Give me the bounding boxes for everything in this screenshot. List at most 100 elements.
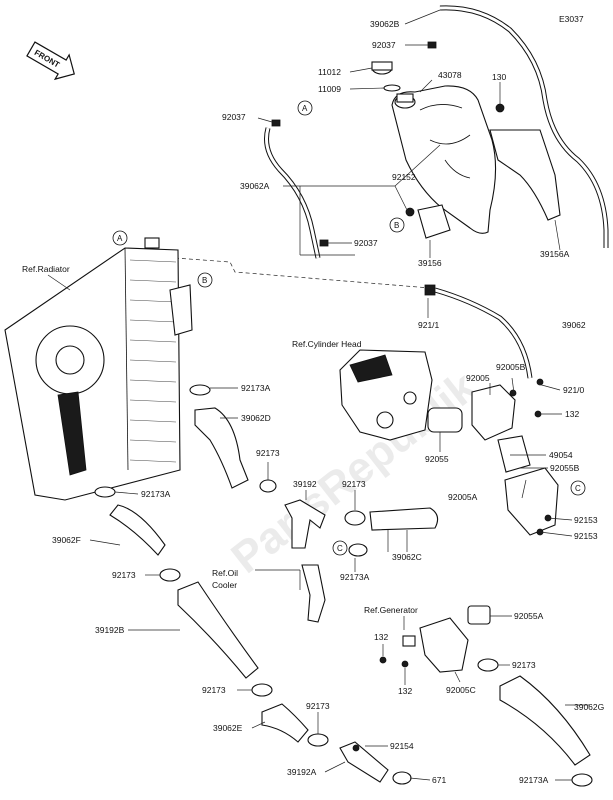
svg-text:B: B (394, 221, 399, 230)
svg-text:A: A (117, 234, 123, 243)
label-92173-5: 92173 (202, 685, 226, 695)
label-132-b: 132 (374, 632, 388, 642)
hose-39062A (264, 127, 321, 259)
label-92173-6: 92173 (306, 701, 330, 711)
clamp-92173-6 (477, 658, 499, 672)
label-921-0: 921/0 (563, 385, 585, 395)
label-92154: 92154 (390, 741, 414, 751)
callout-b-top: B (389, 217, 405, 233)
callout-b-radiator: B (197, 272, 213, 288)
label-92173A-2: 92173A (141, 489, 171, 499)
label-92037-b: 92037 (354, 238, 378, 248)
clip-92037-b (319, 239, 329, 247)
oring-671 (392, 771, 412, 785)
clip-92037-top (427, 41, 437, 49)
label-39192B: 39192B (95, 625, 125, 635)
reservoir-cover-39156A (489, 129, 561, 221)
label-49054: 49054 (549, 450, 573, 460)
label-ref-generator: Ref.Generator (364, 605, 418, 615)
label-ref-cylinder-head: Ref.Cylinder Head (292, 339, 362, 349)
label-671: 671 (432, 775, 446, 785)
callout-c-center: C (332, 540, 348, 556)
gasket-92055A (467, 605, 491, 625)
leader-lines (47, 9, 590, 781)
label-39062A: 39062A (240, 181, 270, 191)
hose-39192B (177, 581, 259, 679)
hose-39062E (261, 703, 309, 743)
label-130: 130 (492, 72, 506, 82)
dashed-route (174, 257, 431, 289)
label-39062C: 39062C (392, 552, 422, 562)
hose-39062C (369, 507, 439, 531)
clamp-92173A-4 (571, 773, 593, 787)
callout-a-radiator: A (112, 230, 128, 246)
bolt-132-b (379, 656, 387, 664)
reservoir-tank (391, 85, 497, 234)
label-ref-radiator: Ref.Radiator (22, 264, 70, 274)
label-39062D: 39062D (241, 413, 271, 423)
clip-92037-a (271, 119, 281, 127)
label-92173-3: 92173 (112, 570, 136, 580)
clamp-92173A-1 (189, 384, 211, 396)
label-39192A: 39192A (287, 767, 317, 777)
bolt-132-c (401, 660, 409, 668)
cylinder-head (339, 349, 433, 441)
pipe-39192 (284, 499, 326, 549)
clip-921-0 (536, 378, 544, 386)
label-11012: 11012 (318, 67, 341, 77)
pad-39156 (417, 204, 451, 239)
bolt-92152 (405, 207, 415, 217)
label-92173-2: 92173 (342, 479, 366, 489)
pipe-39192A (339, 741, 389, 783)
label-39156: 39156 (418, 258, 442, 268)
hose-39062F (109, 504, 166, 556)
label-92005B: 92005B (496, 362, 526, 372)
clamp-92173-3 (159, 568, 181, 582)
label-43078: 43078 (438, 70, 462, 80)
label-39192: 39192 (293, 479, 317, 489)
thermostat-housing (471, 384, 559, 536)
label-92152: 92152 (392, 172, 416, 182)
oil-cooler-hose (301, 564, 326, 623)
label-39156A: 39156A (540, 249, 570, 259)
label-92153-b: 92153 (574, 531, 598, 541)
hose-39062G (499, 675, 591, 766)
label-92005C: 92005C (446, 685, 476, 695)
label-39062: 39062 (562, 320, 586, 330)
bolt-92154 (352, 744, 360, 752)
label-92037-a: 92037 (222, 112, 246, 122)
clamp-92173-4 (251, 683, 273, 697)
svg-text:C: C (575, 484, 581, 493)
front-arrow-icon: FRONT (26, 41, 75, 81)
hose-39062F-upper (169, 284, 193, 336)
label-132-a: 132 (565, 409, 579, 419)
label-39062F: 39062F (52, 535, 81, 545)
label-39062B: 39062B (370, 19, 400, 29)
label-92005: 92005 (466, 373, 490, 383)
clamp-92173A-3 (348, 543, 368, 557)
label-92173A-3: 92173A (340, 572, 370, 582)
page-code: E3037 (559, 14, 584, 24)
svg-text:A: A (302, 104, 308, 113)
callout-c-right: C (570, 480, 586, 496)
water-pump-92005C (402, 617, 469, 673)
gasket-92055 (427, 407, 463, 433)
label-11009: 11009 (318, 84, 341, 94)
label-ref-oil-cooler-2: Cooler (212, 580, 237, 590)
label-92055B: 92055B (550, 463, 580, 473)
label-92055: 92055 (425, 454, 449, 464)
svg-text:C: C (337, 544, 343, 553)
label-92173-1: 92173 (256, 448, 280, 458)
label-ref-oil-cooler-1: Ref.Oil (212, 568, 238, 578)
clamp-92173A-2 (94, 486, 116, 498)
bolt-92005B (509, 389, 517, 397)
radiator (4, 237, 181, 501)
clamp-92173-1 (259, 479, 277, 493)
clamp-92173-2 (344, 510, 366, 526)
hose-39062D (194, 407, 249, 489)
part-labels: 39062B 92037 11012 43078 130 11009 92037… (22, 19, 604, 785)
callout-a-top: A (297, 100, 313, 116)
label-92173A-4: 92173A (519, 775, 549, 785)
